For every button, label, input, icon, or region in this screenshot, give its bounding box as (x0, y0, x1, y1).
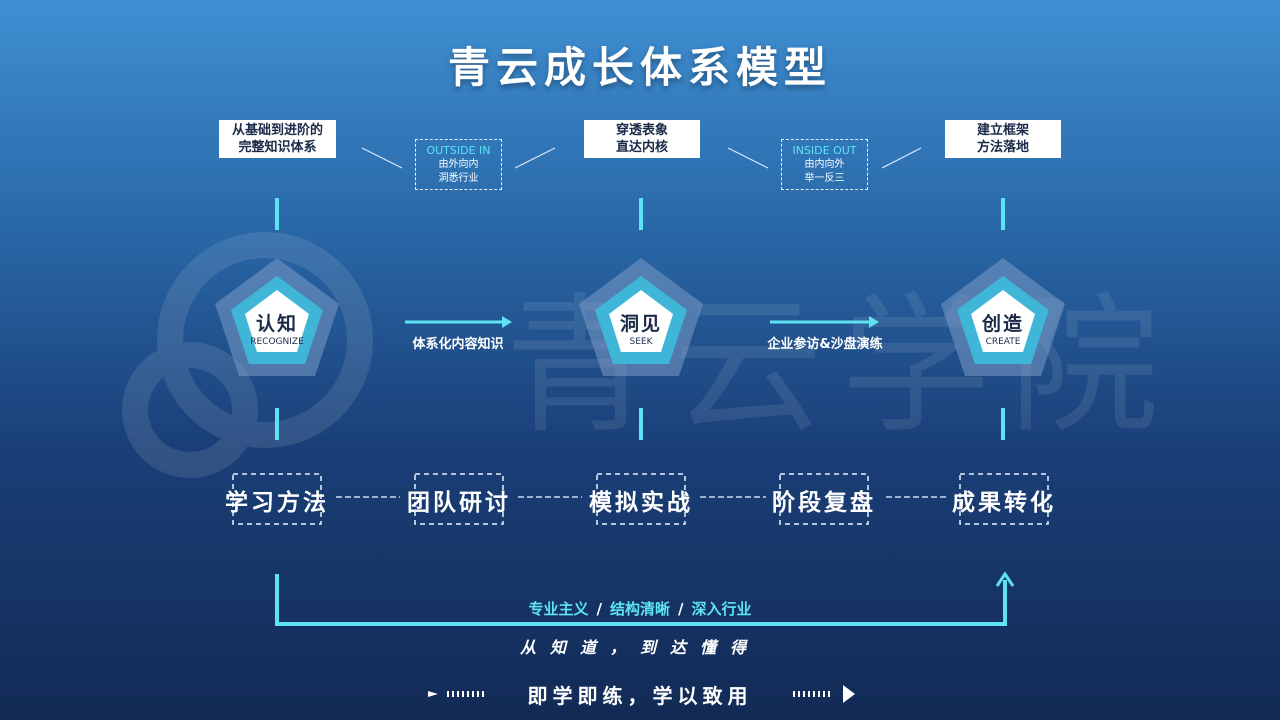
arrow-right-icon (405, 316, 512, 328)
dashed-box-line: 由内向外 (804, 159, 845, 170)
arrow-label-content: 体系化内容知识 (412, 337, 504, 352)
top-box-line: 直达内核 (615, 140, 668, 155)
pentagon-label-seek: 洞见 SEEK (596, 309, 686, 347)
top-box-line: 建立框架 (976, 123, 1029, 138)
top-box-line: 从基础到进阶的 (231, 123, 323, 138)
pentagon-create-icon (941, 258, 1065, 376)
dashed-box-inside-out: INSIDE OUT 由内向外 举一反三 (781, 139, 868, 190)
pentagon-label-cn: 洞见 (619, 313, 662, 335)
top-box-line: 穿透表象 (615, 123, 668, 138)
page-title: 青云成长体系模型 (447, 43, 832, 92)
pentagon-recognize-icon (215, 258, 339, 376)
motto-right-decoration-icon (793, 685, 855, 703)
dashed-box-english: INSIDE OUT (792, 144, 857, 157)
top-box-insight: 穿透表象直达内核 (584, 120, 700, 158)
vertical-connectors (275, 198, 1005, 440)
top-box-line: 方法落地 (976, 140, 1029, 155)
arrow-label-visit: 企业参访&沙盘演练 (767, 337, 883, 352)
top-box-line: 完整知识体系 (238, 140, 317, 155)
step-team-discussion: 团队研讨 (407, 490, 511, 516)
tag-separator: / (678, 600, 684, 618)
bottom-bracket-arrow-icon (275, 571, 1015, 626)
step-frames (232, 473, 1049, 525)
step-review: 阶段复盘 (772, 490, 876, 516)
leader-lines (361, 147, 922, 169)
slogan: 从知道，到达懂得 (519, 638, 760, 657)
arrow-right-icon (770, 316, 879, 328)
dashed-box-line: 洞悉行业 (438, 173, 479, 184)
pentagon-label-create: 创造 CREATE (958, 309, 1048, 347)
tag-separator: / (596, 600, 602, 618)
bottom-tags: 专业主义 / 结构清晰 / 深入行业 (0, 598, 1280, 619)
tag-structure: 结构清晰 (609, 600, 670, 618)
pentagon-label-recognize: 认知 RECOGNIZE (232, 309, 322, 347)
pentagon-seek-icon (579, 258, 703, 376)
step-transformation: 成果转化 (952, 490, 1056, 516)
pentagon-label-cn: 认知 (255, 313, 298, 335)
dashed-box-outside-in: OUTSIDE IN 由外向内 洞悉行业 (415, 139, 502, 190)
dashed-box-english: OUTSIDE IN (426, 144, 491, 157)
step-learning-method: 学习方法 (225, 490, 329, 516)
tag-professionalism: 专业主义 (528, 600, 589, 618)
watermark-logo-icon (122, 232, 373, 478)
tag-industry: 深入行业 (691, 600, 752, 618)
top-box-foundation: 从基础到进阶的完整知识体系 (219, 120, 336, 158)
pentagon-label-cn: 创造 (981, 313, 1024, 335)
step-simulation: 模拟实战 (589, 490, 693, 516)
pentagon-label-en: CREATE (985, 337, 1021, 347)
pentagon-label-en: RECOGNIZE (250, 337, 304, 347)
top-box-framework: 建立框架方法落地 (945, 120, 1061, 158)
pentagon-label-en: SEEK (629, 337, 653, 347)
motto: 即学即练，学以致用 (527, 684, 753, 708)
dashed-box-line: 由外向内 (438, 159, 479, 170)
dashed-box-line: 举一反三 (804, 173, 845, 184)
motto-left-decoration-icon (428, 691, 484, 697)
